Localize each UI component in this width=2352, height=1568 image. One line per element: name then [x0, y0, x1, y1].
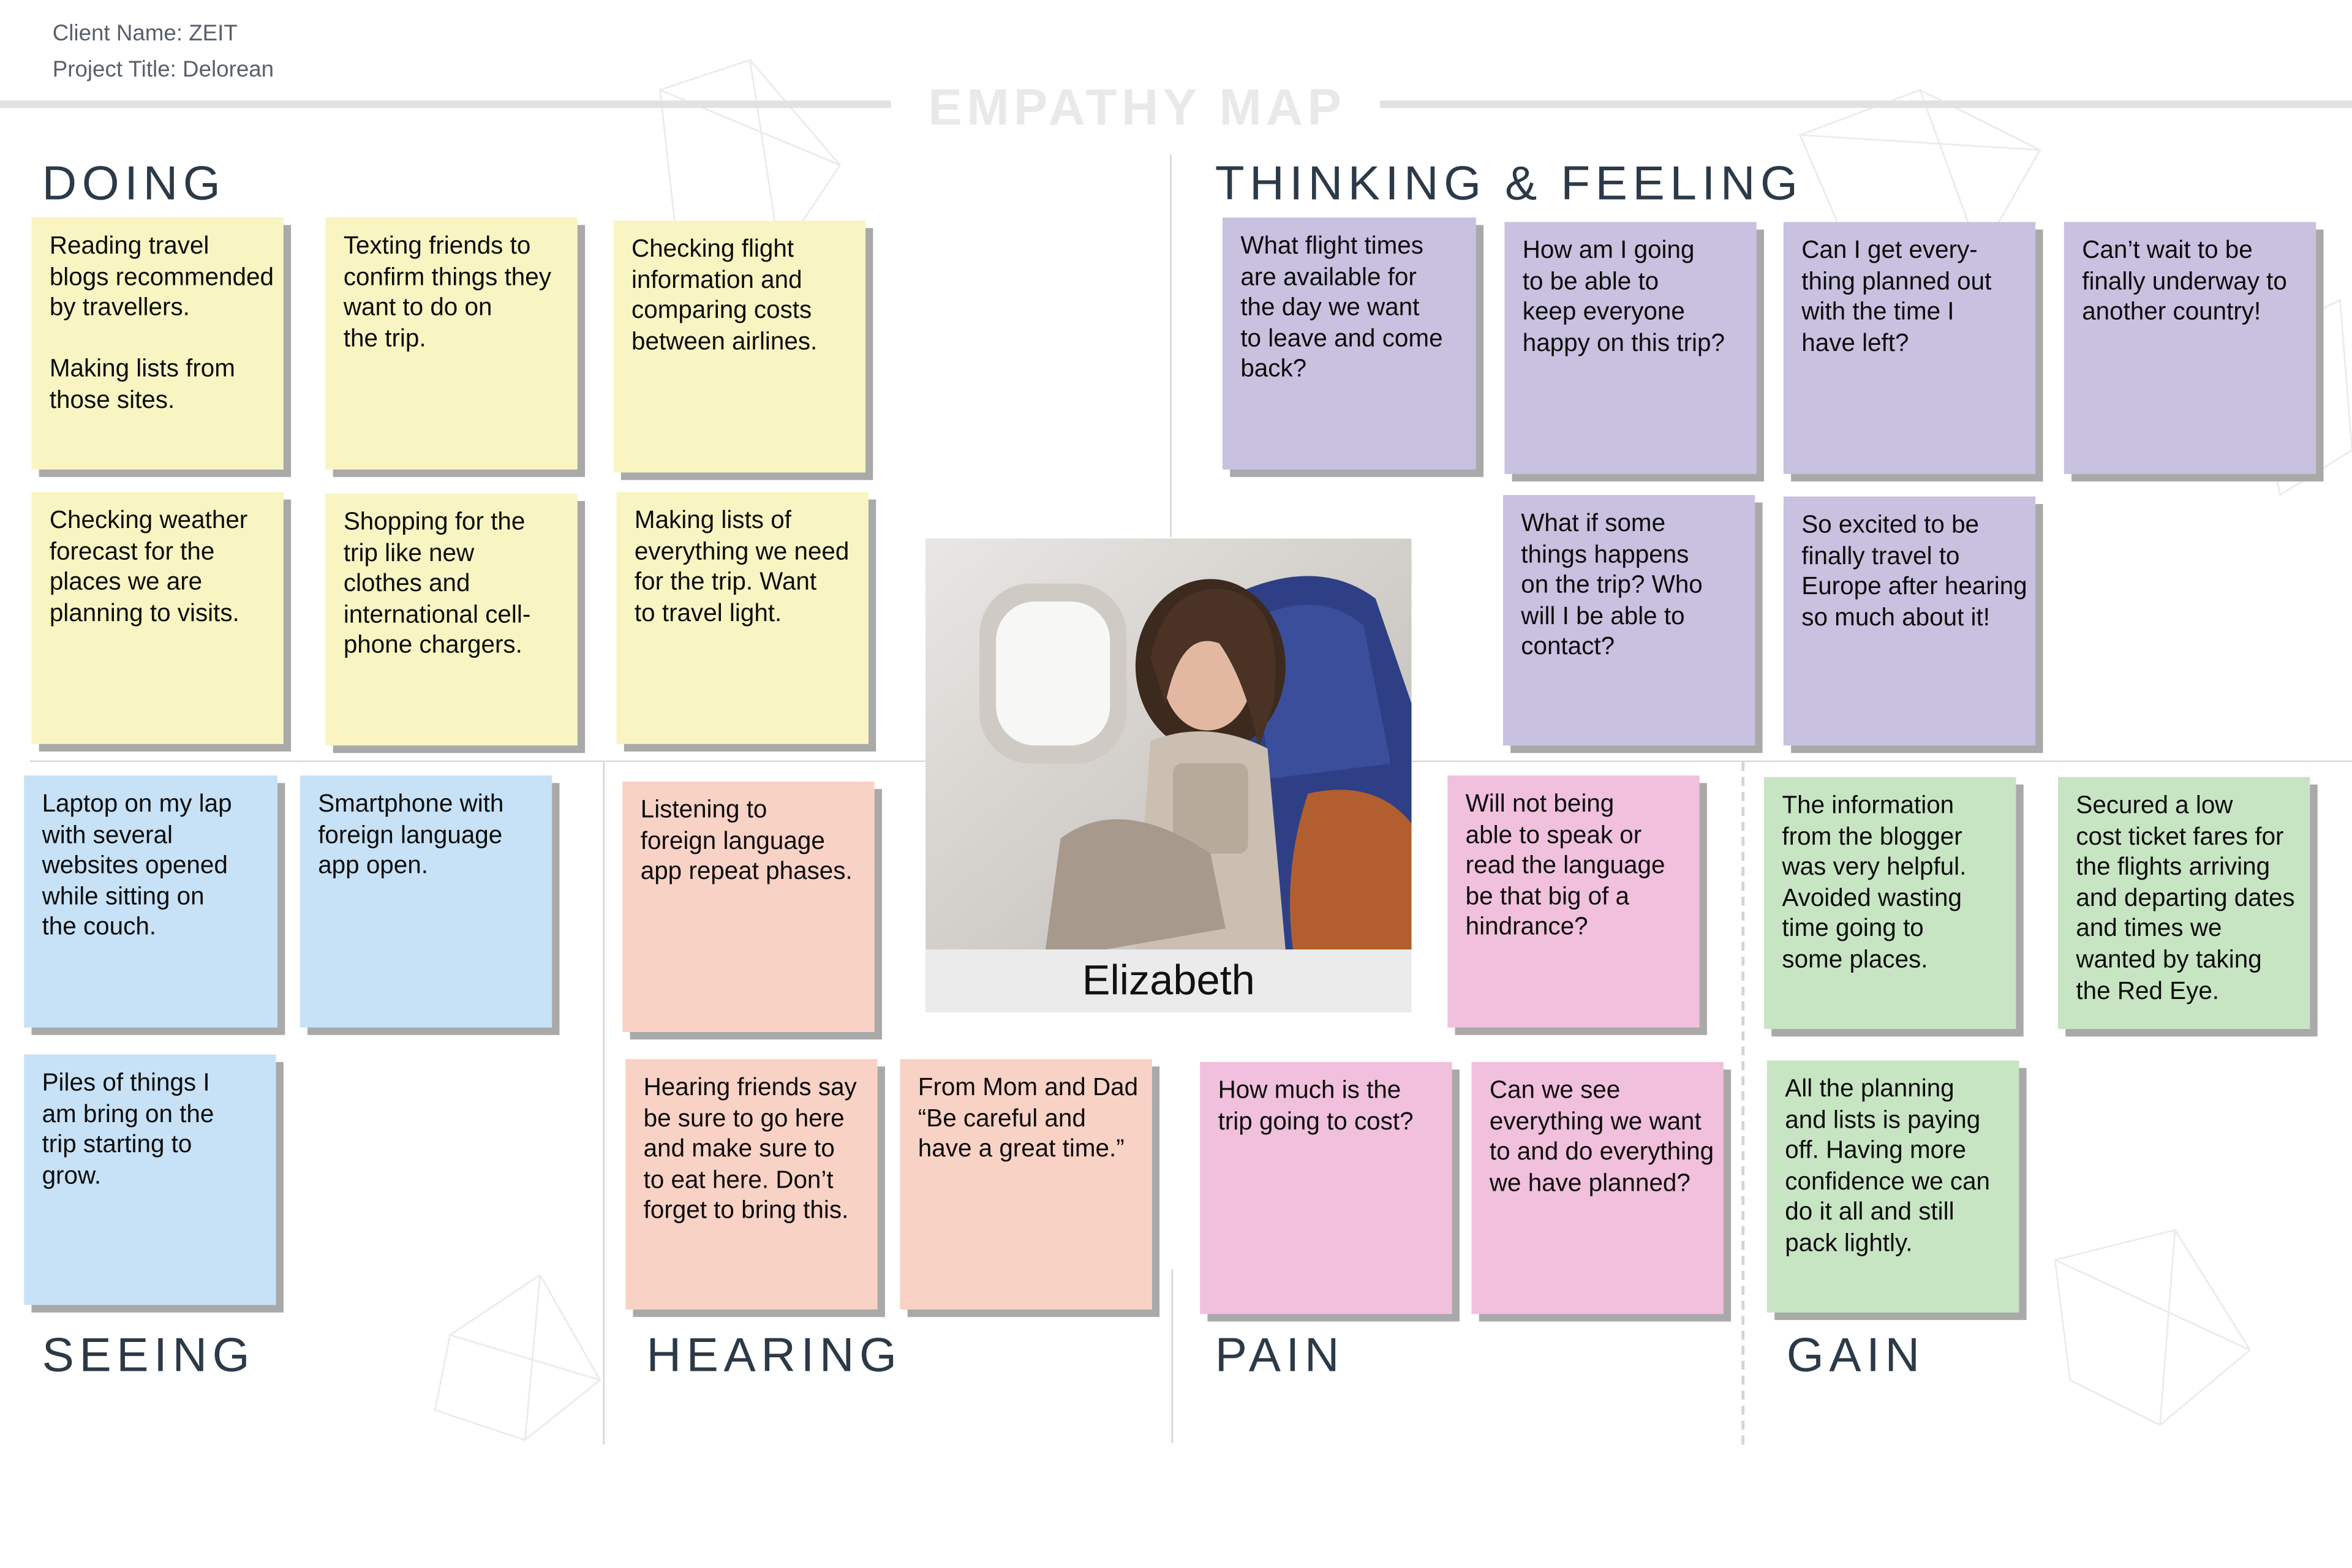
sticky-note-thinking-feeling: What flight times are available for the … — [1222, 217, 1476, 470]
center-divider-bottom — [1171, 1268, 1174, 1443]
sticky-note-doing: Checking flight information and comparin… — [613, 221, 866, 473]
sticky-note-pain: Will not being able to speak or read the… — [1447, 775, 1700, 1028]
sticky-note-doing: Making lists of everything we need for t… — [616, 492, 869, 744]
section-title-doing: DOING — [42, 156, 226, 210]
horizontal-divider-right — [1411, 760, 2352, 763]
project-title: Project Title: Delorean — [52, 57, 274, 83]
sticky-note-hearing: Listening to foreign language app repeat… — [622, 781, 875, 1032]
title-rule-right — [1380, 100, 2352, 108]
sticky-note-doing: Texting friends to confirm things they w… — [325, 217, 578, 470]
section-title-gain: GAIN — [1786, 1327, 1925, 1382]
sticky-note-seeing: Piles of things I am bring on the trip s… — [24, 1054, 276, 1305]
seeing-hearing-divider — [603, 762, 605, 1445]
sticky-note-thinking-feeling: How am I going to be able to keep everyo… — [1504, 222, 1757, 474]
sticky-note-seeing: Smartphone with foreign language app ope… — [300, 775, 552, 1028]
sticky-note-thinking-feeling: What if some things happens on the trip?… — [1502, 495, 1755, 746]
section-title-thinking-feeling: THINKING & FEELING — [1215, 156, 1803, 210]
sticky-note-gain: All the planning and lists is paying off… — [1766, 1060, 2019, 1313]
center-divider-top — [1170, 154, 1172, 537]
sticky-note-thinking-feeling: Can I get every- thing planned out with … — [1783, 222, 2036, 474]
sticky-note-doing: Shopping for the trip like new clothes a… — [325, 493, 578, 746]
sticky-note-pain: How much is the trip going to cost? — [1200, 1061, 1452, 1314]
sticky-note-hearing: From Mom and Dad “Be careful and have a … — [900, 1058, 1152, 1310]
section-title-hearing: HEARING — [646, 1327, 902, 1382]
sticky-note-thinking-feeling: Can’t wait to be finally underway to ano… — [2064, 222, 2316, 474]
pain-gain-divider — [1741, 762, 1745, 1445]
sticky-note-thinking-feeling: So excited to be finally travel to Europ… — [1783, 496, 2036, 746]
map-title: EMPATHY MAP — [928, 79, 1346, 137]
client-name: Client Name: ZEIT — [52, 21, 238, 47]
section-title-seeing: SEEING — [42, 1327, 255, 1382]
persona-name: Elizabeth — [1082, 957, 1255, 1004]
sticky-note-doing: Reading travel blogs recommended by trav… — [31, 217, 284, 470]
title-rule-left — [0, 100, 891, 108]
persona-card: Elizabeth — [925, 538, 1412, 1013]
sticky-note-doing: Checking weather forecast for the places… — [31, 492, 284, 744]
persona-photo — [925, 538, 1412, 950]
sticky-note-pain: Can we see everything we want to and do … — [1471, 1061, 1724, 1314]
sticky-note-seeing: Laptop on my lap with several websites o… — [24, 775, 278, 1028]
sticky-note-gain: The information from the blogger was ver… — [1764, 777, 2016, 1030]
sticky-note-hearing: Hearing friends say be sure to go here a… — [625, 1058, 878, 1310]
section-title-pain: PAIN — [1215, 1327, 1345, 1382]
horizontal-divider-left — [29, 760, 926, 763]
sticky-note-gain: Secured a low cost ticket fares for the … — [2058, 777, 2310, 1030]
